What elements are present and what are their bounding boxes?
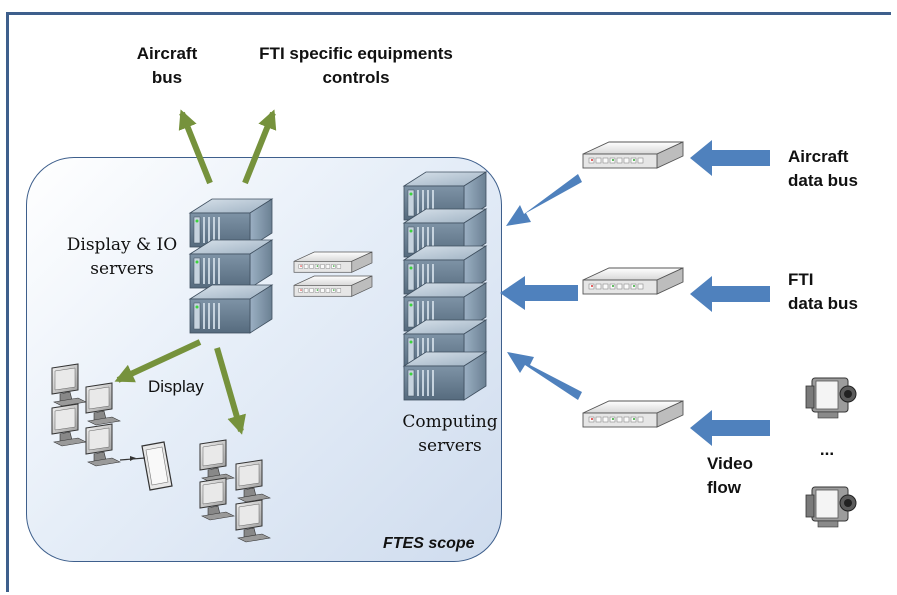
- display-monitors-left: [51, 363, 121, 467]
- aircraft-bus-label: Aircraft bus: [122, 42, 212, 90]
- fti-controls-label: FTI specific equipments controls: [236, 42, 476, 90]
- aircraft-bus-label-line2: bus: [151, 68, 183, 87]
- display-io-server-stack: [189, 198, 273, 334]
- video-flow-line1: Video: [707, 454, 753, 473]
- aircraft-bus-label-line1: Aircraft: [136, 44, 198, 63]
- input-switches: [582, 141, 684, 428]
- blue-arrows: [500, 140, 770, 446]
- camera-ellipsis: ...: [819, 440, 835, 459]
- fti-controls-label-line2: controls: [322, 68, 390, 87]
- fti-data-bus-line1: FTI: [788, 270, 814, 289]
- arrow-to-aircraft-bus: [178, 109, 213, 185]
- display-monitors-right: [199, 439, 271, 543]
- computing-server-stack: [403, 171, 487, 401]
- network-switch-icon: [582, 400, 684, 428]
- network-switch-icon: [582, 141, 684, 169]
- video-camera-icon: [805, 486, 857, 528]
- middle-switch-pair: [293, 251, 373, 297]
- display-io-label-line1: Display & IO: [66, 235, 178, 255]
- arrow-aircraft-data-in: [690, 140, 770, 176]
- computing-label-line1: Computing: [402, 412, 498, 432]
- fti-controls-label-line1: FTI specific equipments: [259, 44, 453, 63]
- server-rack-icon: [189, 284, 273, 334]
- aircraft-data-bus-line1: Aircraft: [788, 147, 849, 166]
- video-camera-icon: [805, 377, 857, 419]
- arrow-fti-data-in: [690, 276, 770, 312]
- video-flow-label: Video flow: [707, 452, 777, 500]
- monitor-icon: [199, 477, 235, 521]
- monitor-icon: [51, 363, 87, 407]
- diagram-frame: [6, 12, 891, 592]
- monitor-icon: [235, 499, 271, 543]
- tablet-icon: [119, 441, 173, 491]
- video-flow-line2: flow: [707, 478, 741, 497]
- monitor-icon: [85, 382, 121, 426]
- monitor-icon: [85, 423, 121, 467]
- arrow-switch-to-computing-mid: [500, 276, 578, 310]
- arrow-switch-to-computing-bottom: [507, 352, 582, 400]
- server-rack-icon: [189, 239, 273, 289]
- monitor-icon: [235, 459, 271, 503]
- server-rack-icon: [403, 351, 487, 401]
- fti-data-bus-line2: data bus: [788, 294, 858, 313]
- network-switch-icon: [293, 251, 373, 273]
- display-io-servers-label: Display & IO servers: [52, 233, 192, 281]
- arrow-to-display-left: [114, 339, 202, 383]
- computing-servers-label: Computing servers: [390, 410, 510, 458]
- display-label: Display: [148, 377, 204, 396]
- ftes-scope-label: FTES scope: [383, 535, 475, 552]
- aircraft-data-bus-line2: data bus: [788, 171, 858, 190]
- arrow-switch-to-computing-top: [506, 174, 582, 226]
- computing-label-line2: servers: [418, 436, 482, 456]
- monitor-icon: [51, 403, 87, 447]
- network-switch-icon: [293, 275, 373, 297]
- fti-data-bus-label: FTI data bus: [788, 268, 888, 316]
- arrow-to-display-right: [214, 347, 246, 435]
- monitor-icon: [199, 439, 235, 483]
- display-io-label-line2: servers: [90, 259, 154, 279]
- arrow-video-in: [690, 410, 770, 446]
- aircraft-data-bus-label: Aircraft data bus: [788, 145, 888, 193]
- arrow-to-fti-controls: [242, 109, 277, 185]
- network-switch-icon: [582, 267, 684, 295]
